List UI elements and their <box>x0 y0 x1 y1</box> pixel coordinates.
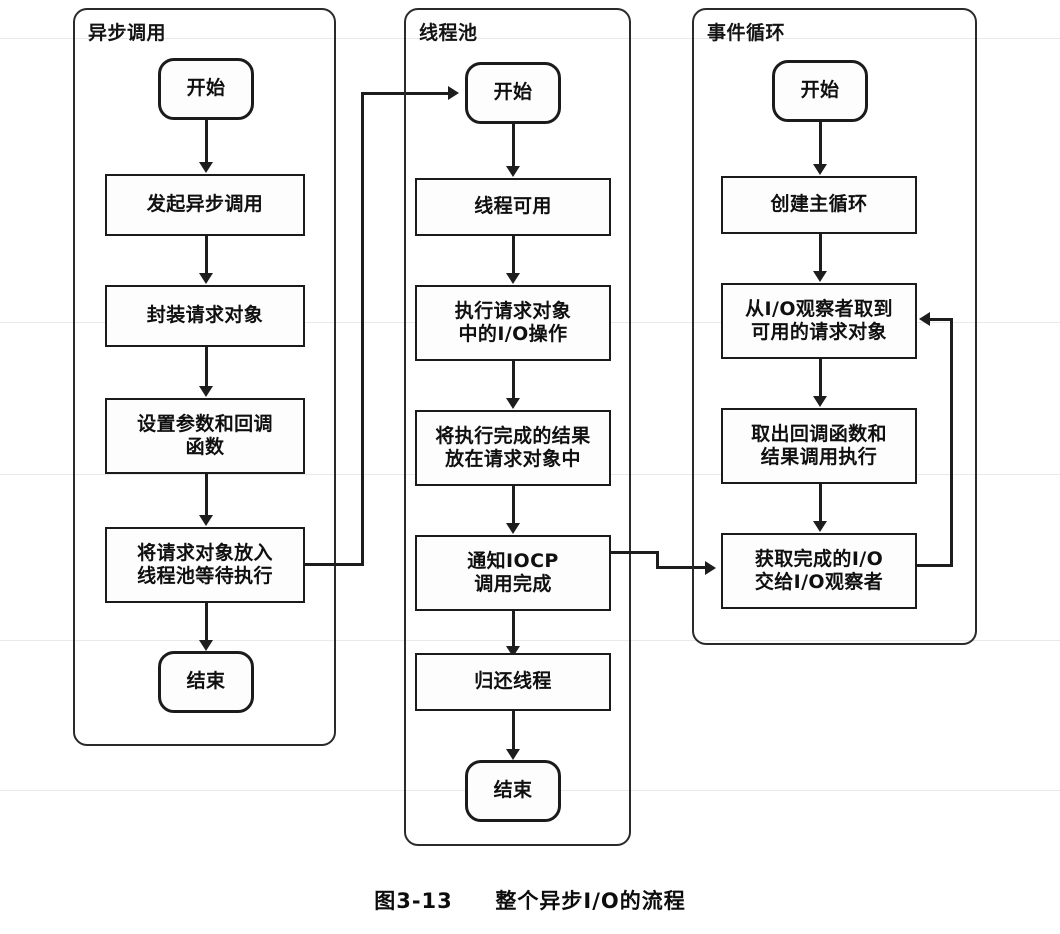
node-label: 取出回调函数和结果调用执行 <box>751 422 887 468</box>
edge-a-wrap-to-a-params <box>205 347 208 393</box>
node-t-return: 归还线程 <box>415 653 611 711</box>
lane-title-event-loop: 事件循环 <box>707 22 786 44</box>
edge-e-callback-to-e-observer <box>819 484 822 528</box>
node-t-start: 开始 <box>465 62 561 124</box>
edge-a-params-to-a-enqueue <box>205 474 208 522</box>
arrowhead-down <box>506 646 520 657</box>
node-a-wrap: 封装请求对象 <box>105 285 305 347</box>
node-a-params: 设置参数和回调函数 <box>105 398 305 474</box>
arrowhead-down <box>199 386 213 397</box>
edge-e-mainloop-to-e-fetch <box>819 234 822 278</box>
figure-caption-text: 整个异步I/O的流程 <box>495 889 686 913</box>
node-t-exec: 执行请求对象中的I/O操作 <box>415 285 611 361</box>
node-label: 开始 <box>186 77 226 100</box>
arrowhead-down <box>813 164 827 175</box>
arrowhead-left <box>919 312 930 326</box>
arrowhead-down <box>813 271 827 282</box>
connector-feedback-seg-v <box>950 318 953 567</box>
node-label: 创建主循环 <box>770 193 868 216</box>
node-label: 发起异步调用 <box>146 193 264 216</box>
node-label: 归还线程 <box>474 670 552 693</box>
arrowhead-down <box>506 523 520 534</box>
node-label: 设置参数和回调函数 <box>137 412 273 458</box>
connector-feedback-seg-h-bottom <box>917 564 952 567</box>
arrowhead-down <box>199 162 213 173</box>
connector-enqueue-to-pool-seg-h1 <box>305 563 363 566</box>
connector-enqueue-to-pool-seg-h2 <box>361 92 455 95</box>
node-label: 开始 <box>493 81 533 104</box>
node-label: 从I/O观察者取到可用的请求对象 <box>745 297 893 343</box>
edge-t-exec-to-t-store <box>512 361 515 405</box>
node-t-avail: 线程可用 <box>415 178 611 236</box>
lane-thread-pool <box>404 8 631 846</box>
arrowhead-right <box>705 561 716 575</box>
arrowhead-down <box>506 166 520 177</box>
lane-async-call <box>73 8 336 746</box>
connector-feedback-seg-h-top <box>930 318 952 321</box>
edge-e-fetch-to-e-callback <box>819 359 822 403</box>
arrowhead-down <box>506 398 520 409</box>
node-label: 结束 <box>493 779 533 802</box>
edge-a-initiate-to-a-wrap <box>205 236 208 280</box>
arrowhead-down <box>506 273 520 284</box>
node-e-callback: 取出回调函数和结果调用执行 <box>721 408 917 484</box>
lane-title-thread-pool: 线程池 <box>419 22 478 44</box>
figure-caption-number: 图3-13 <box>374 889 453 913</box>
edge-t-store-to-t-notify <box>512 486 515 530</box>
connector-notify-to-observer-seg-h2 <box>656 566 711 569</box>
node-a-enqueue: 将请求对象放入线程池等待执行 <box>105 527 305 603</box>
edge-t-return-to-t-end <box>512 711 515 756</box>
arrowhead-down <box>199 640 213 651</box>
node-a-start: 开始 <box>158 58 254 120</box>
edge-t-avail-to-t-exec <box>512 236 515 280</box>
arrowhead-right <box>448 86 459 100</box>
scan-artifact-line <box>0 640 1060 641</box>
connector-enqueue-to-pool-seg-v <box>361 92 364 566</box>
edge-a-start-to-a-initiate <box>205 120 208 167</box>
node-label: 执行请求对象中的I/O操作 <box>454 299 572 345</box>
node-label: 将执行完成的结果放在请求对象中 <box>435 424 591 470</box>
node-t-end: 结束 <box>465 760 561 822</box>
edge-a-enqueue-to-a-end <box>205 603 208 647</box>
node-a-initiate: 发起异步调用 <box>105 174 305 236</box>
node-e-mainloop: 创建主循环 <box>721 176 917 234</box>
arrowhead-down <box>813 396 827 407</box>
arrowhead-down <box>199 515 213 526</box>
node-label: 结束 <box>186 670 226 693</box>
connector-notify-to-observer-seg-h1 <box>611 551 658 554</box>
node-a-end: 结束 <box>158 651 254 713</box>
edge-t-start-to-t-avail <box>512 124 515 171</box>
edge-e-start-to-e-mainloop <box>819 122 822 169</box>
node-t-store: 将执行完成的结果放在请求对象中 <box>415 410 611 486</box>
arrowhead-down <box>813 521 827 532</box>
scan-artifact-line <box>0 38 1060 39</box>
connector-notify-to-observer-seg-v <box>656 551 659 568</box>
node-label: 开始 <box>800 79 840 102</box>
node-e-fetch: 从I/O观察者取到可用的请求对象 <box>721 283 917 359</box>
lane-event-loop <box>692 8 977 645</box>
edge-t-notify-to-t-return <box>512 611 515 653</box>
node-e-start: 开始 <box>772 60 868 122</box>
node-label: 将请求对象放入线程池等待执行 <box>137 541 273 587</box>
node-label: 封装请求对象 <box>146 304 264 327</box>
arrowhead-down <box>506 749 520 760</box>
node-label: 线程可用 <box>474 195 552 218</box>
lane-title-async-call: 异步调用 <box>88 22 167 44</box>
figure-caption: 图3-13 整个异步I/O的流程 <box>0 885 1060 915</box>
arrowhead-down <box>199 273 213 284</box>
